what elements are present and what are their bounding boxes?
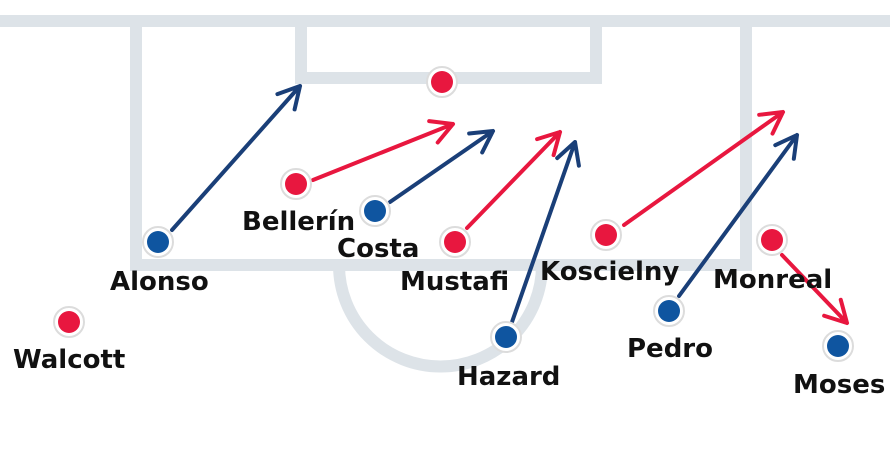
movement-arrow-3: [465, 130, 562, 230]
movement-arrow-0: [170, 84, 302, 232]
player-label-mustafi: Mustafi: [400, 267, 509, 297]
player-label-alonso: Alonso: [110, 267, 209, 297]
player-dot-moses: [827, 335, 849, 357]
player-dot-pedro: [658, 300, 680, 322]
movement-arrows: [170, 84, 849, 325]
player-label-bellerin: Bellerín: [242, 207, 355, 237]
player-label-costa: Costa: [337, 234, 419, 264]
movement-arrow-5: [622, 110, 785, 227]
player-dot-koscielny: [595, 224, 617, 246]
players: [53, 66, 854, 362]
player-dot-costa: [364, 200, 386, 222]
movement-arrow-1: [311, 119, 455, 182]
player-labels: Walcott Alonso Bellerín Costa Mustafi Ha…: [13, 207, 885, 400]
player-label-moses: Moses: [793, 370, 885, 400]
movement-arrow-2: [388, 129, 495, 204]
player-dot-bellerin: [285, 173, 307, 195]
player-dot-walcott: [58, 311, 80, 333]
movement-arrow-6: [677, 133, 799, 298]
player-label-pedro: Pedro: [627, 334, 713, 364]
player-dot-red-player: [431, 71, 453, 93]
player-label-monreal: Monreal: [713, 265, 832, 295]
player-dot-mustafi: [444, 231, 466, 253]
player-label-koscielny: Koscielny: [540, 257, 679, 287]
player-dot-alonso: [147, 231, 169, 253]
player-dot-hazard: [495, 326, 517, 348]
penalty-box: [130, 21, 752, 271]
movement-arrow-7: [780, 253, 849, 325]
movement-arrow-4: [510, 140, 581, 324]
penalty-arc: [333, 264, 548, 373]
player-label-walcott: Walcott: [13, 345, 125, 375]
player-dot-monreal: [761, 229, 783, 251]
player-label-hazard: Hazard: [457, 362, 560, 392]
